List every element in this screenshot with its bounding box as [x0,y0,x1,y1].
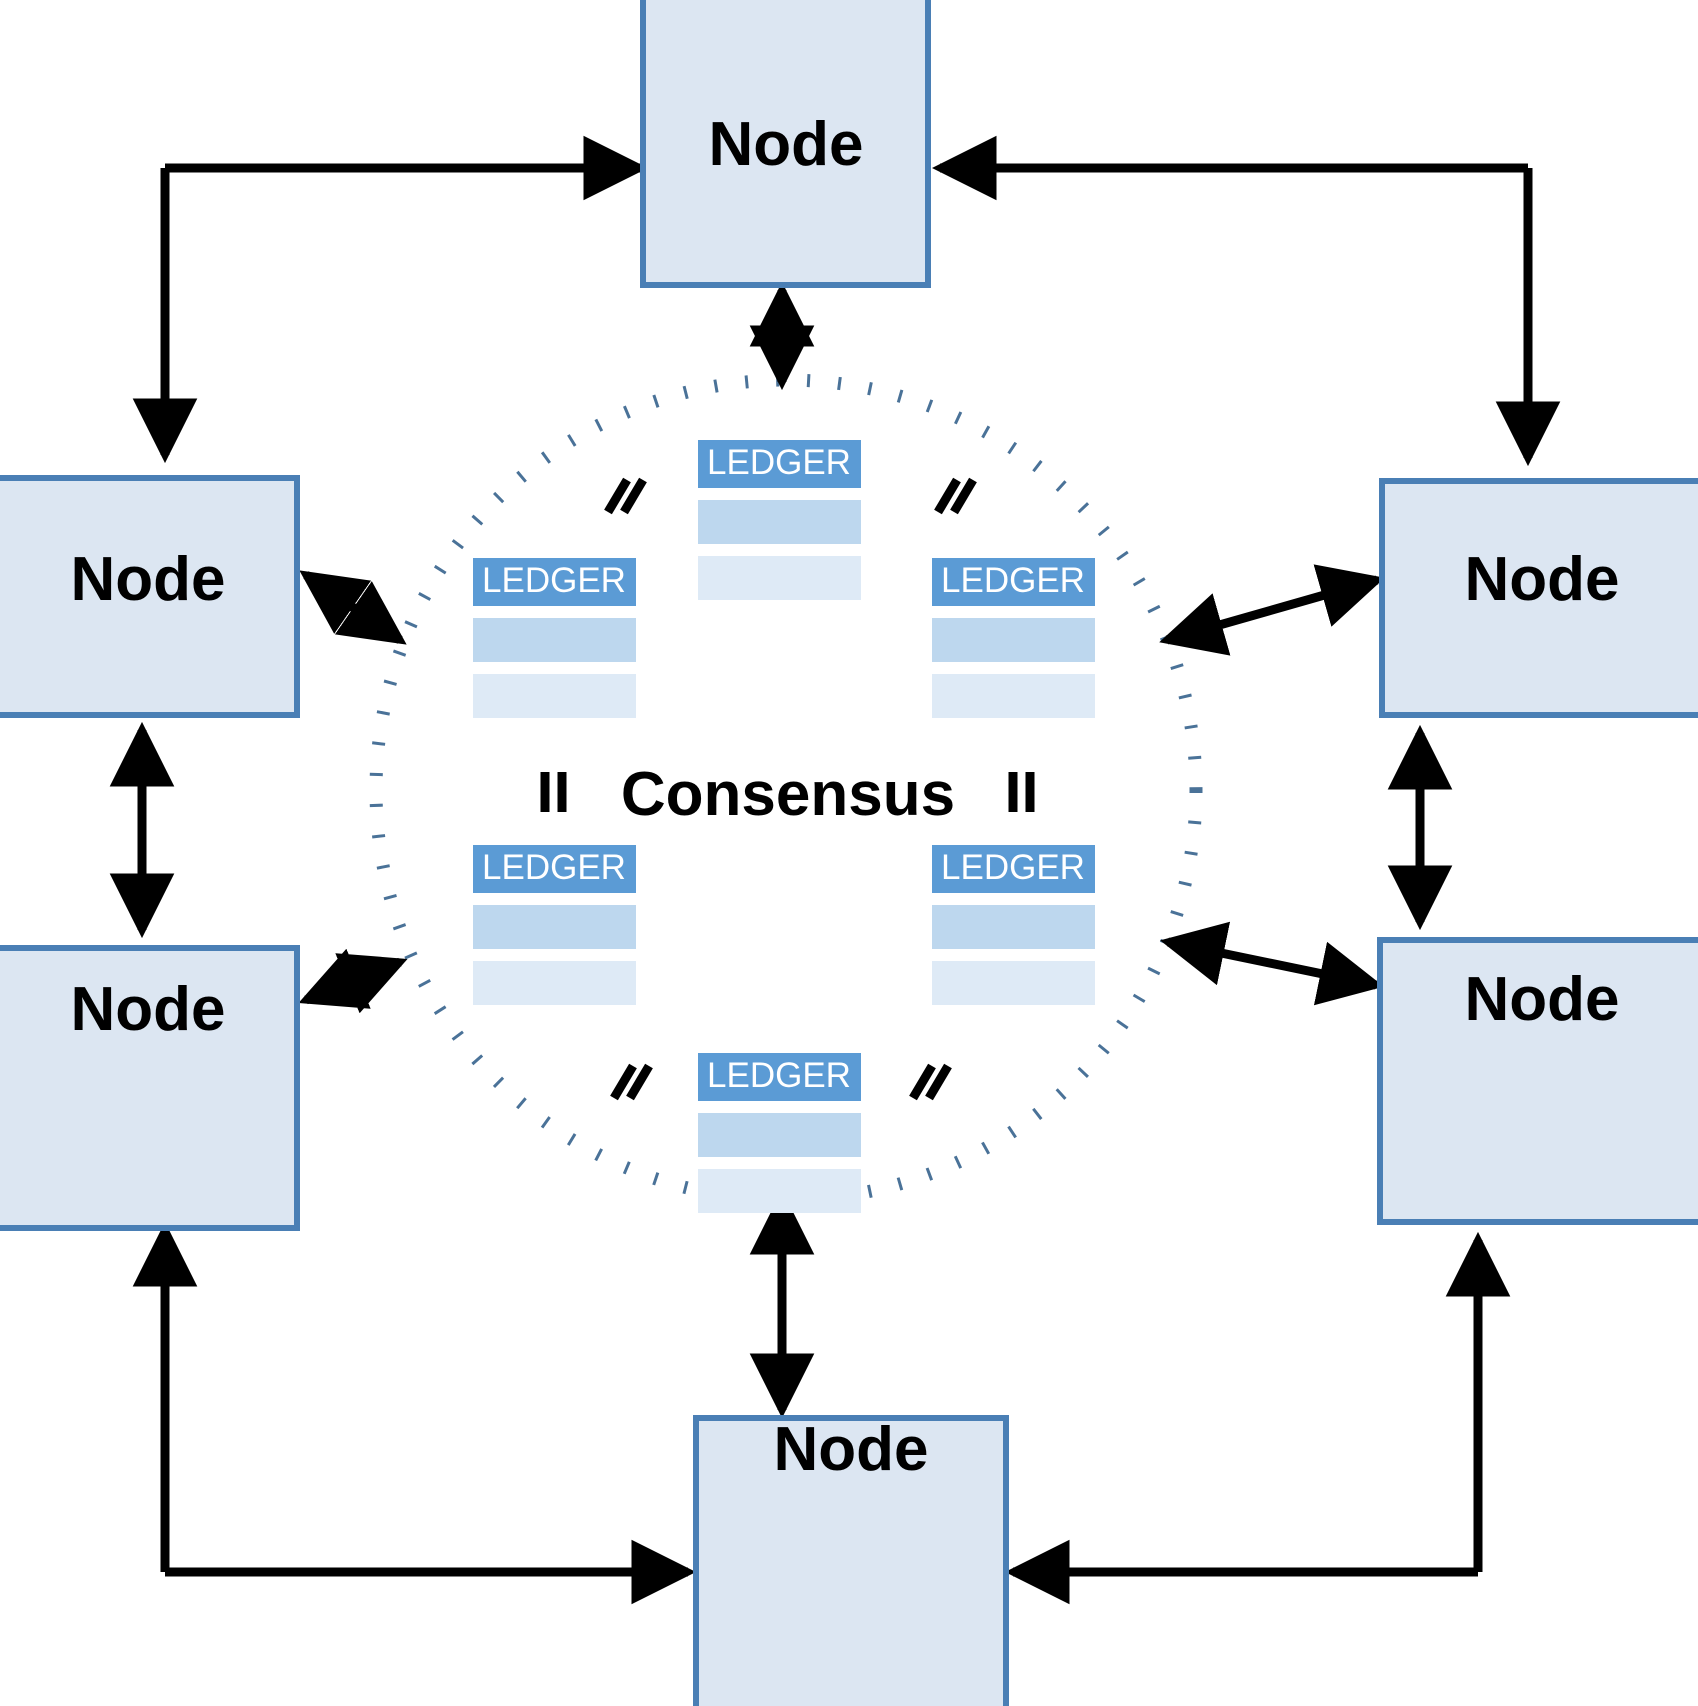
ledger-right-upper-row-1 [932,618,1095,662]
node-left-lower[interactable]: Node [0,945,300,1231]
ledger-left-upper-row-1 [473,618,636,662]
equals-mark-mid-right [1008,772,1035,812]
ledger-left-upper-row-2 [473,674,636,718]
node-right-upper-box[interactable] [1379,478,1698,718]
ledger-top[interactable]: LEDGER [698,440,861,600]
ledger-left-upper-header[interactable] [473,558,636,606]
ledger-bottom[interactable]: LEDGER [698,1053,861,1213]
equals-mark-top-right [934,477,977,515]
ledger-right-upper-label: LEDGER [941,561,1085,600]
consensus-title: Consensus [621,760,955,829]
equals-mark-top-left [604,477,647,515]
ledger-left-lower[interactable]: LEDGER [473,845,636,1005]
ledger-right-upper-header[interactable] [932,558,1095,606]
ledger-left-lower-row-1 [473,905,636,949]
ledger-top-header[interactable] [698,440,861,488]
ledger-bottom-label: LEDGER [707,1056,851,1095]
consensus-circle [369,373,1203,1207]
ledger-top-row-1 [698,500,861,544]
node-right-lower[interactable]: Node [1377,937,1698,1225]
arrow-left-lower-node-to-center [298,948,408,1014]
node-top-label: Node [709,110,864,179]
node-left-lower-box[interactable] [0,945,300,1231]
equals-mark-bottom-right [909,1063,952,1101]
node-left-upper[interactable]: Node [0,475,300,718]
ledger-left-lower-label: LEDGER [482,848,626,887]
arrow-left-upper-node-to-center [299,570,407,645]
ledger-right-lower-header[interactable] [932,845,1095,893]
node-left-lower-label: Node [71,975,226,1044]
ledger-right-upper[interactable]: LEDGER [932,558,1095,718]
ledger-bottom-row-1 [698,1113,861,1157]
ledger-left-lower-row-2 [473,961,636,1005]
arrow-right-lower-node-to-center [1160,921,1384,1006]
ledger-right-lower-row-2 [932,961,1095,1005]
node-left-upper-box[interactable] [0,475,300,718]
connection-right-upper-to-top [931,135,1561,467]
connection-right-lower-to-bottom [1004,1231,1511,1605]
ledger-top-row-2 [698,556,861,600]
node-right-lower-box[interactable] [1377,937,1698,1225]
connection-left-lower-to-bottom [132,1221,697,1605]
node-bottom-box[interactable] [693,1415,1009,1706]
node-right-upper[interactable]: Node [1379,478,1698,718]
node-right-upper-label: Node [1465,545,1620,614]
ledger-top-label: LEDGER [707,443,851,482]
ledger-right-lower-label: LEDGER [941,848,1085,887]
ledger-right-lower[interactable]: LEDGER [932,845,1095,1005]
node-top-box[interactable] [640,0,931,288]
arrow-right-upper-node-to-center [1159,564,1385,656]
node-right-lower-label: Node [1465,965,1620,1034]
ledger-bottom-header[interactable] [698,1053,861,1101]
node-bottom[interactable]: Node [693,1415,1009,1706]
ledger-left-upper-label: LEDGER [482,561,626,600]
ledger-bottom-row-2 [698,1169,861,1213]
equals-mark-bottom-left [610,1063,653,1101]
node-top[interactable]: Node [640,0,931,288]
equals-mark-mid-left [540,772,567,812]
node-bottom-label: Node [774,1415,929,1484]
connection-left-upper-to-top [132,135,649,464]
ledger-left-upper[interactable]: LEDGER [473,558,636,718]
ledger-right-lower-row-1 [932,905,1095,949]
node-left-upper-label: Node [71,545,226,614]
ledger-right-upper-row-2 [932,674,1095,718]
ledger-left-lower-header[interactable] [473,845,636,893]
